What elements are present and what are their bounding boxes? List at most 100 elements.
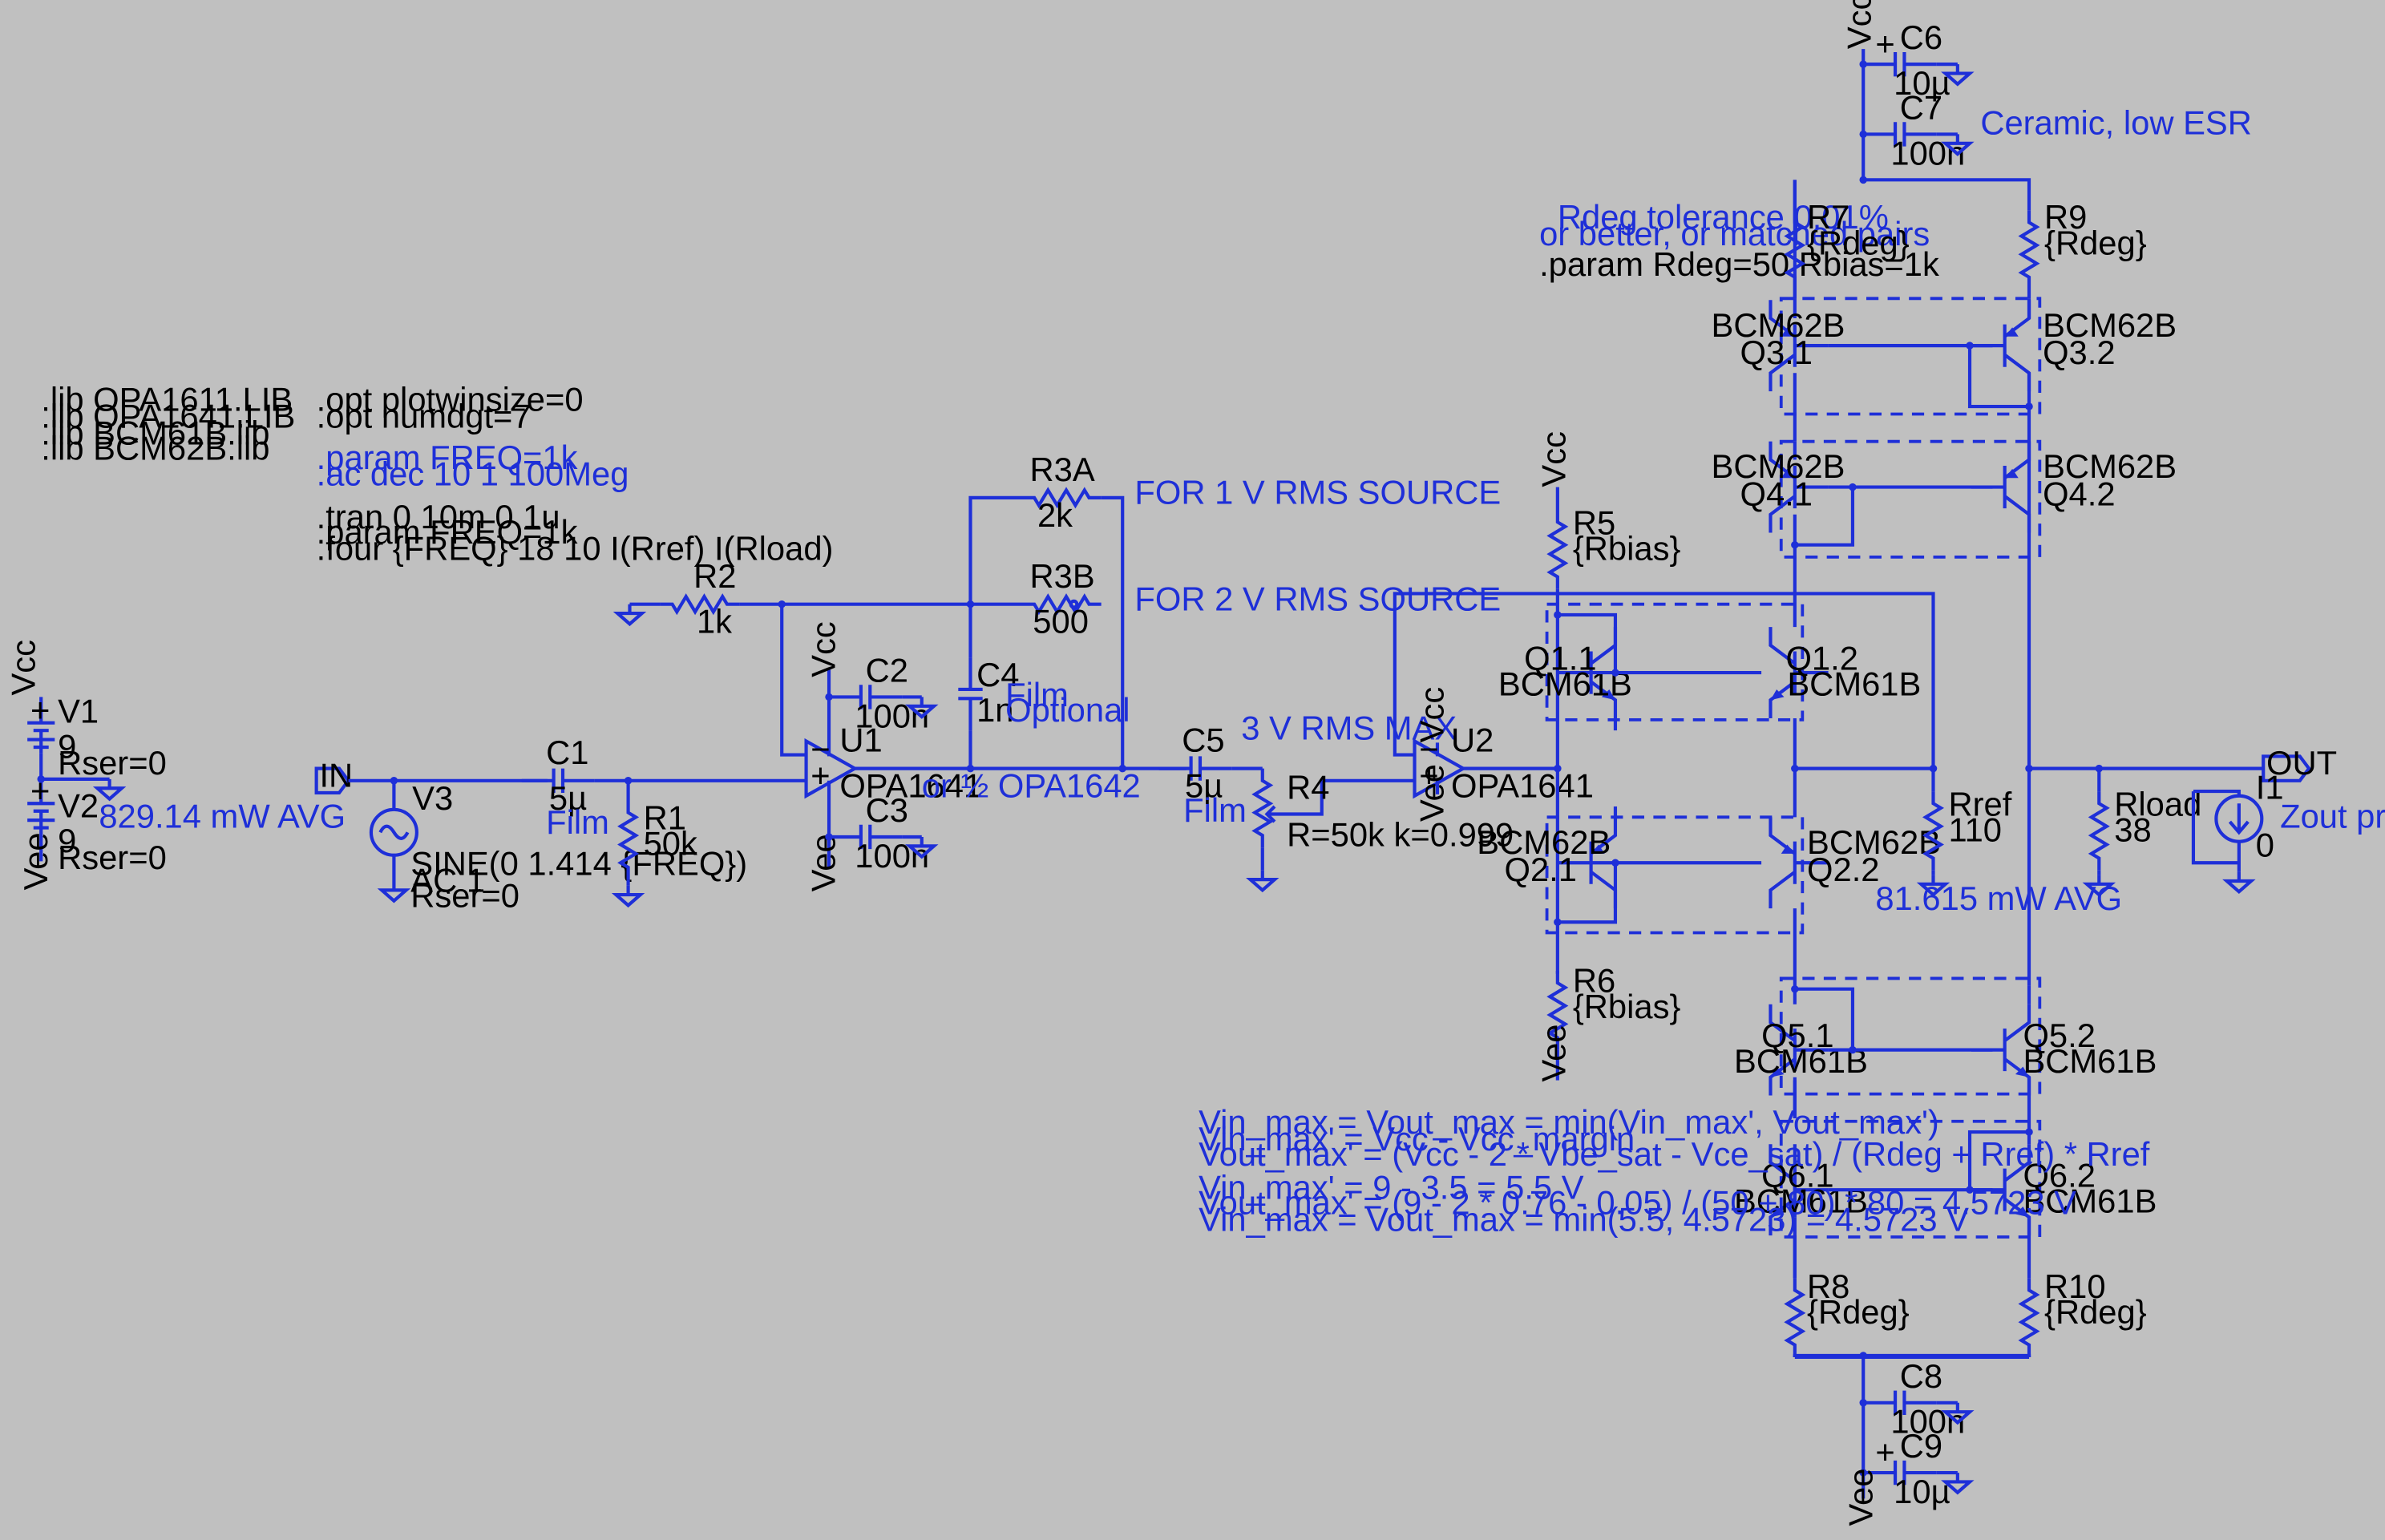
svg-text:0: 0: [2256, 827, 2274, 864]
capacitor-c6[interactable]: + C6 10µ: [1863, 18, 1958, 102]
transistor-q4-1[interactable]: BCM62B Q4.1: [1711, 442, 1855, 557]
svg-text:500: 500: [1033, 603, 1089, 641]
resistor-rref[interactable]: Rref 110: [1926, 768, 2012, 875]
transistor-q3-2[interactable]: BCM62B Q3.2: [1967, 298, 2177, 557]
matched-pair-q4: [1779, 439, 2042, 559]
tran-directive[interactable]: .tran 0 10m 0 1u: [317, 498, 560, 536]
lib-line: .lib OPA1641.LIB: [41, 398, 295, 435]
svg-text:R10: R10: [2044, 1267, 2106, 1305]
svg-text:+: +: [30, 691, 50, 729]
transistor-q6-2[interactable]: Q6.2 BCM61B: [1967, 1118, 2157, 1279]
svg-text:Film: Film: [546, 803, 609, 841]
svg-text:OPA1641: OPA1641: [839, 767, 982, 805]
tolerance-note-1: Rdeg tolerance 0.01%: [1558, 198, 1889, 236]
resistor-r10[interactable]: R10 {Rdeg}: [2022, 1267, 2147, 1357]
capacitor-c3[interactable]: C3 100n: [829, 791, 929, 875]
svg-text:110: 110: [1948, 811, 2002, 849]
svg-text:R4: R4: [1287, 769, 1329, 806]
transistor-q5-2[interactable]: Q5.2 BCM61B: [1971, 985, 2157, 1118]
svg-text:10µ: 10µ: [1894, 64, 1950, 102]
output-port[interactable]: OUT: [2262, 744, 2337, 782]
transistor-q3-1[interactable]: BCM62B Q3.1: [1711, 298, 1845, 414]
matched-pair-q6: [1779, 1119, 2042, 1239]
opamp-u1[interactable]: − + U1 OPA1641 or ½ OPA1642 Vcc Vee: [805, 621, 1141, 891]
resistor-r7[interactable]: R7 {Rdeg}: [1787, 198, 1910, 289]
transistor-q1-1[interactable]: Q1.1 BCM61B: [1498, 612, 1632, 718]
resistor-r3b[interactable]: R3B 500: [1022, 557, 1102, 641]
transistor-q1-2[interactable]: Q1.2 BCM61B: [1770, 627, 1921, 718]
lib-line: .lib BCM61B.lib: [41, 414, 269, 451]
svg-text:R=50k k=0.999: R=50k k=0.999: [1287, 815, 1514, 853]
svg-text:Optional: Optional: [1005, 691, 1130, 729]
capacitor-c5[interactable]: C5 5µ Film: [1159, 721, 1247, 829]
ac-directive[interactable]: .ac dec 10 1 100Meg: [317, 455, 629, 493]
resistor-r6[interactable]: R6 {Rbias}: [1550, 962, 1680, 1081]
opt-line: .opt numdgt=7: [317, 398, 532, 435]
transistor-q4-2[interactable]: BCM62B Q4.2: [1971, 442, 2177, 533]
svg-text:R3A: R3A: [1029, 451, 1094, 488]
matched-pair-q5: [1779, 976, 2042, 1096]
svg-text:1k: 1k: [697, 603, 732, 641]
resistor-r8[interactable]: R8 {Rdeg}: [1787, 1267, 1910, 1357]
input-port[interactable]: IN: [314, 756, 354, 795]
potentiometer-r4[interactable]: R4 R=50k k=0.999: [1255, 769, 1514, 871]
svg-text:{Rbias}: {Rbias}: [1573, 530, 1681, 568]
capacitor-c8[interactable]: C8 100n: [1863, 1357, 1965, 1441]
svg-text:100n: 100n: [855, 837, 929, 875]
current-source-i1[interactable]: I1 0 Zout probe: [2191, 769, 2385, 872]
svg-text:2k: 2k: [1037, 496, 1073, 534]
svg-text:{Rbias}: {Rbias}: [1573, 988, 1681, 1025]
ac-directive[interactable]: .param FREQ=1k: [317, 439, 578, 476]
svg-text:50k: 50k: [644, 825, 697, 863]
option-directives: .opt plotwinsize=0 .opt numdgt=7 .param …: [317, 381, 834, 568]
matched-pair-q2: [1545, 815, 1805, 935]
svg-text:BCM61B: BCM61B: [1787, 665, 1921, 703]
svg-text:Q1.1: Q1.1: [1524, 639, 1596, 677]
resistor-r1[interactable]: R1 50k: [621, 780, 697, 886]
svg-text:BCM62B: BCM62B: [1711, 447, 1845, 485]
svg-text:Ceramic, low ESR: Ceramic, low ESR: [1980, 103, 2252, 141]
capacitor-c2[interactable]: C2 100n: [829, 651, 929, 734]
supply-v1[interactable]: + Vcc V1 9 Rser=0: [5, 640, 167, 782]
transistor-q2-2[interactable]: BCM62B Q2.2: [1770, 817, 1941, 908]
supply-v2[interactable]: + V2 9 Rser=0 Vee: [17, 771, 167, 890]
capacitor-c1[interactable]: C1 5µ Film: [522, 734, 609, 841]
svg-text:+: +: [1419, 756, 1438, 794]
svg-text:U2: U2: [1451, 721, 1494, 759]
transistor-q2-1[interactable]: BCM62B Q2.1: [1477, 817, 1618, 924]
transistor-q5-1[interactable]: Q5.1 BCM61B: [1734, 985, 1868, 1118]
resistor-rload[interactable]: Rload 38: [2092, 768, 2202, 875]
param-directive[interactable]: .param Rdeg=50 Rbias=1k: [1539, 245, 1939, 283]
tran-directive[interactable]: .param FREQ=1k: [317, 513, 578, 551]
capacitor-c9[interactable]: + C9 10µ: [1863, 1427, 1958, 1510]
svg-text:C9: C9: [1900, 1427, 1942, 1465]
resistor-r3a[interactable]: R3A 2k: [1022, 451, 1102, 534]
svg-text:1n: 1n: [976, 691, 1013, 729]
capacitor-c7[interactable]: C7 100n Ceramic, low ESR: [1863, 88, 2252, 172]
svg-text:5µ: 5µ: [549, 779, 587, 817]
svg-text:Vee: Vee: [1534, 1024, 1572, 1081]
tran-directive[interactable]: .four {FREQ} 18 10 I(Rref) I(Rload): [317, 530, 834, 568]
svg-text:Rref: Rref: [1948, 785, 2011, 823]
svg-text:Vcc: Vcc: [1413, 687, 1451, 743]
resistor-r9[interactable]: R9 {Rdeg}: [2022, 198, 2147, 289]
svg-text:C7: C7: [1900, 88, 1942, 126]
svg-text:Vcc: Vcc: [805, 621, 843, 677]
svg-text:BCM62B: BCM62B: [1807, 823, 1941, 861]
lib-line: .lib BCM62B.lib: [41, 429, 269, 467]
svg-text:BCM62B: BCM62B: [2043, 447, 2177, 485]
svg-text:Film: Film: [1183, 791, 1247, 829]
svg-text:R2: R2: [693, 557, 736, 595]
svg-text:R1: R1: [644, 798, 686, 836]
svg-text:Vin_max' = 9 - 3.5 = 5.5 V: Vin_max' = 9 - 3.5 = 5.5 V: [1199, 1169, 1584, 1207]
svg-text:Film: Film: [1005, 676, 1069, 713]
svg-text:OPA1641: OPA1641: [1451, 767, 1594, 805]
resistor-r2[interactable]: R2 1k: [660, 557, 739, 641]
resistor-r5[interactable]: R5 {Rbias}: [1550, 487, 1680, 589]
svg-text:Q3.1: Q3.1: [1740, 333, 1813, 371]
capacitor-c4[interactable]: C4 1n Film Optional: [958, 604, 1130, 769]
svg-text:Vcc: Vcc: [1534, 431, 1572, 487]
opamp-u2[interactable]: − + U2 OPA1641 Vcc Vee: [1413, 687, 1594, 822]
source-v3[interactable]: V3 SINE(0 1.414 {FREQ}) AC 1 Rser=0: [369, 779, 747, 914]
